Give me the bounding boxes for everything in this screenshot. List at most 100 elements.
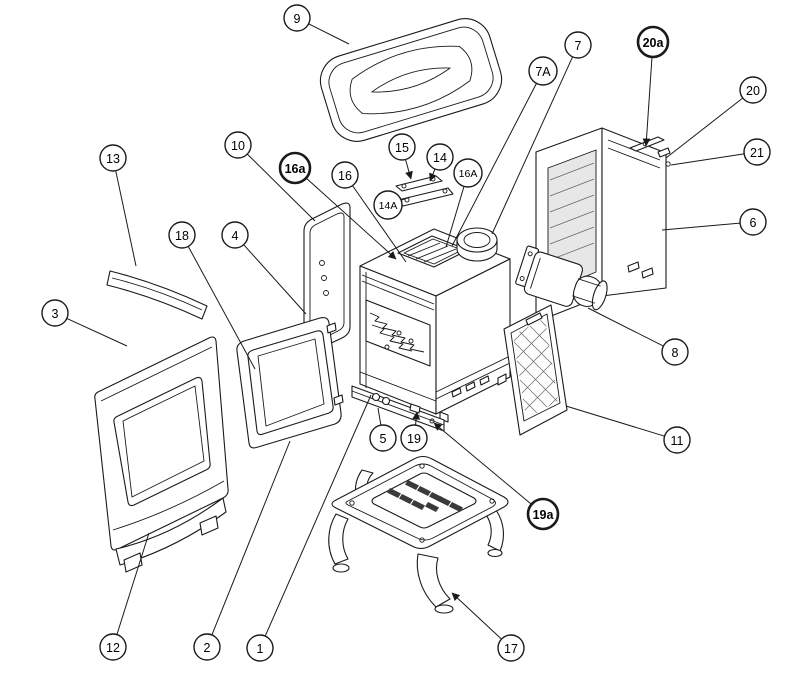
callout-number-20a: 20a xyxy=(643,36,665,50)
callout-number-19a: 19a xyxy=(533,508,555,522)
leader-line-20 xyxy=(665,97,744,159)
callout-20a: 20a xyxy=(636,25,670,59)
callout-number-18: 18 xyxy=(175,229,189,243)
callout-16a: 16a xyxy=(278,151,312,185)
callout-number-14A: 14A xyxy=(379,200,398,212)
leader-line-11 xyxy=(565,405,665,437)
leader-line-9 xyxy=(308,23,350,45)
part-blower xyxy=(515,245,608,311)
leader-line-19a xyxy=(433,422,532,505)
leader-line-15 xyxy=(405,159,413,180)
callout-number-6: 6 xyxy=(750,216,757,230)
callout-circle-18 xyxy=(168,221,196,249)
leader-line-17 xyxy=(451,592,502,640)
callout-9: 9 xyxy=(283,4,311,32)
leader-line-7A xyxy=(451,83,537,247)
part-flue-collar xyxy=(456,227,498,262)
leader-line-5 xyxy=(377,407,382,426)
callout-3: 3 xyxy=(41,299,69,327)
callout-19: 19 xyxy=(400,424,428,452)
callout-number-7A: 7A xyxy=(535,65,551,79)
leader-line-13 xyxy=(115,170,137,267)
callout-number-19: 19 xyxy=(407,432,421,446)
leader-line-12 xyxy=(116,532,150,635)
callout-circle-4 xyxy=(221,221,249,249)
callout-number-21: 21 xyxy=(750,146,764,160)
leader-line-20a xyxy=(642,56,653,147)
leader-line-1 xyxy=(264,394,372,637)
callout-circle-14 xyxy=(426,143,454,171)
leader-line-16 xyxy=(352,185,407,263)
parts-layer xyxy=(94,18,671,614)
callout-circle-20 xyxy=(739,76,767,104)
callout-circle-11 xyxy=(663,426,691,454)
callout-7: 7 xyxy=(564,31,592,59)
leader-line-19 xyxy=(412,411,421,426)
callout-number-1: 1 xyxy=(257,642,264,656)
leader-line-2 xyxy=(211,440,291,636)
callout-19a: 19a xyxy=(526,497,560,531)
part-pedestal-base xyxy=(328,455,509,614)
callout-1: 1 xyxy=(246,634,274,662)
callout-circle-1 xyxy=(246,634,274,662)
callout-number-16: 16 xyxy=(338,169,352,183)
callout-circle-16a xyxy=(278,151,312,185)
callout-number-2: 2 xyxy=(204,641,211,655)
callout-14A: 14A xyxy=(373,190,403,220)
part-burner-assembly xyxy=(365,299,431,367)
callout-circle-6 xyxy=(739,208,767,236)
leader-line-16a xyxy=(305,177,397,260)
callout-number-11: 11 xyxy=(671,434,684,448)
leader-line-4 xyxy=(243,244,307,315)
part-rear-panel xyxy=(535,127,671,323)
leader-line-7 xyxy=(491,56,574,235)
callout-number-14: 14 xyxy=(433,151,447,165)
leader-line-6 xyxy=(661,222,741,231)
callout-number-5: 5 xyxy=(380,432,387,446)
callout-13: 13 xyxy=(99,144,127,172)
callout-circle-10 xyxy=(224,131,252,159)
part-ash-lip xyxy=(351,385,445,432)
callout-circle-21 xyxy=(743,138,771,166)
callout-circle-12 xyxy=(99,633,127,661)
leader-line-18 xyxy=(187,246,256,370)
leader-line-16A xyxy=(445,186,465,248)
part-front-facade xyxy=(94,336,229,573)
callout-15: 15 xyxy=(388,133,416,161)
leader-line-21 xyxy=(670,153,745,166)
leader-line-10 xyxy=(246,153,316,222)
callout-21: 21 xyxy=(743,138,771,166)
callout-8: 8 xyxy=(661,338,689,366)
callout-5: 5 xyxy=(369,424,397,452)
callout-circle-20a xyxy=(636,25,670,59)
callout-17: 17 xyxy=(497,634,525,662)
callout-circle-15 xyxy=(388,133,416,161)
callout-circle-2 xyxy=(193,633,221,661)
callout-12: 12 xyxy=(99,633,127,661)
callout-14: 14 xyxy=(426,143,454,171)
callout-number-17: 17 xyxy=(504,642,518,656)
callout-10: 10 xyxy=(224,131,252,159)
callout-circle-7A xyxy=(528,56,558,86)
callout-20: 20 xyxy=(739,76,767,104)
callout-circle-8 xyxy=(661,338,689,366)
callout-circle-13 xyxy=(99,144,127,172)
callout-circle-5 xyxy=(369,424,397,452)
leader-line-14 xyxy=(429,168,437,182)
callout-18: 18 xyxy=(168,221,196,249)
callout-number-16A: 16A xyxy=(459,168,478,180)
callout-4: 4 xyxy=(221,221,249,249)
leader-line-3 xyxy=(66,317,128,347)
callout-circle-16 xyxy=(331,161,359,189)
callout-number-20: 20 xyxy=(746,84,760,98)
callout-11: 11 xyxy=(663,426,691,454)
callout-number-4: 4 xyxy=(232,229,239,243)
callout-6: 6 xyxy=(739,208,767,236)
callout-number-15: 15 xyxy=(395,141,409,155)
callout-number-16a: 16a xyxy=(285,162,307,176)
part-firebox-body xyxy=(359,227,511,423)
callout-number-13: 13 xyxy=(106,152,120,166)
callout-circle-19a xyxy=(526,497,560,531)
part-top-plate xyxy=(319,18,503,142)
